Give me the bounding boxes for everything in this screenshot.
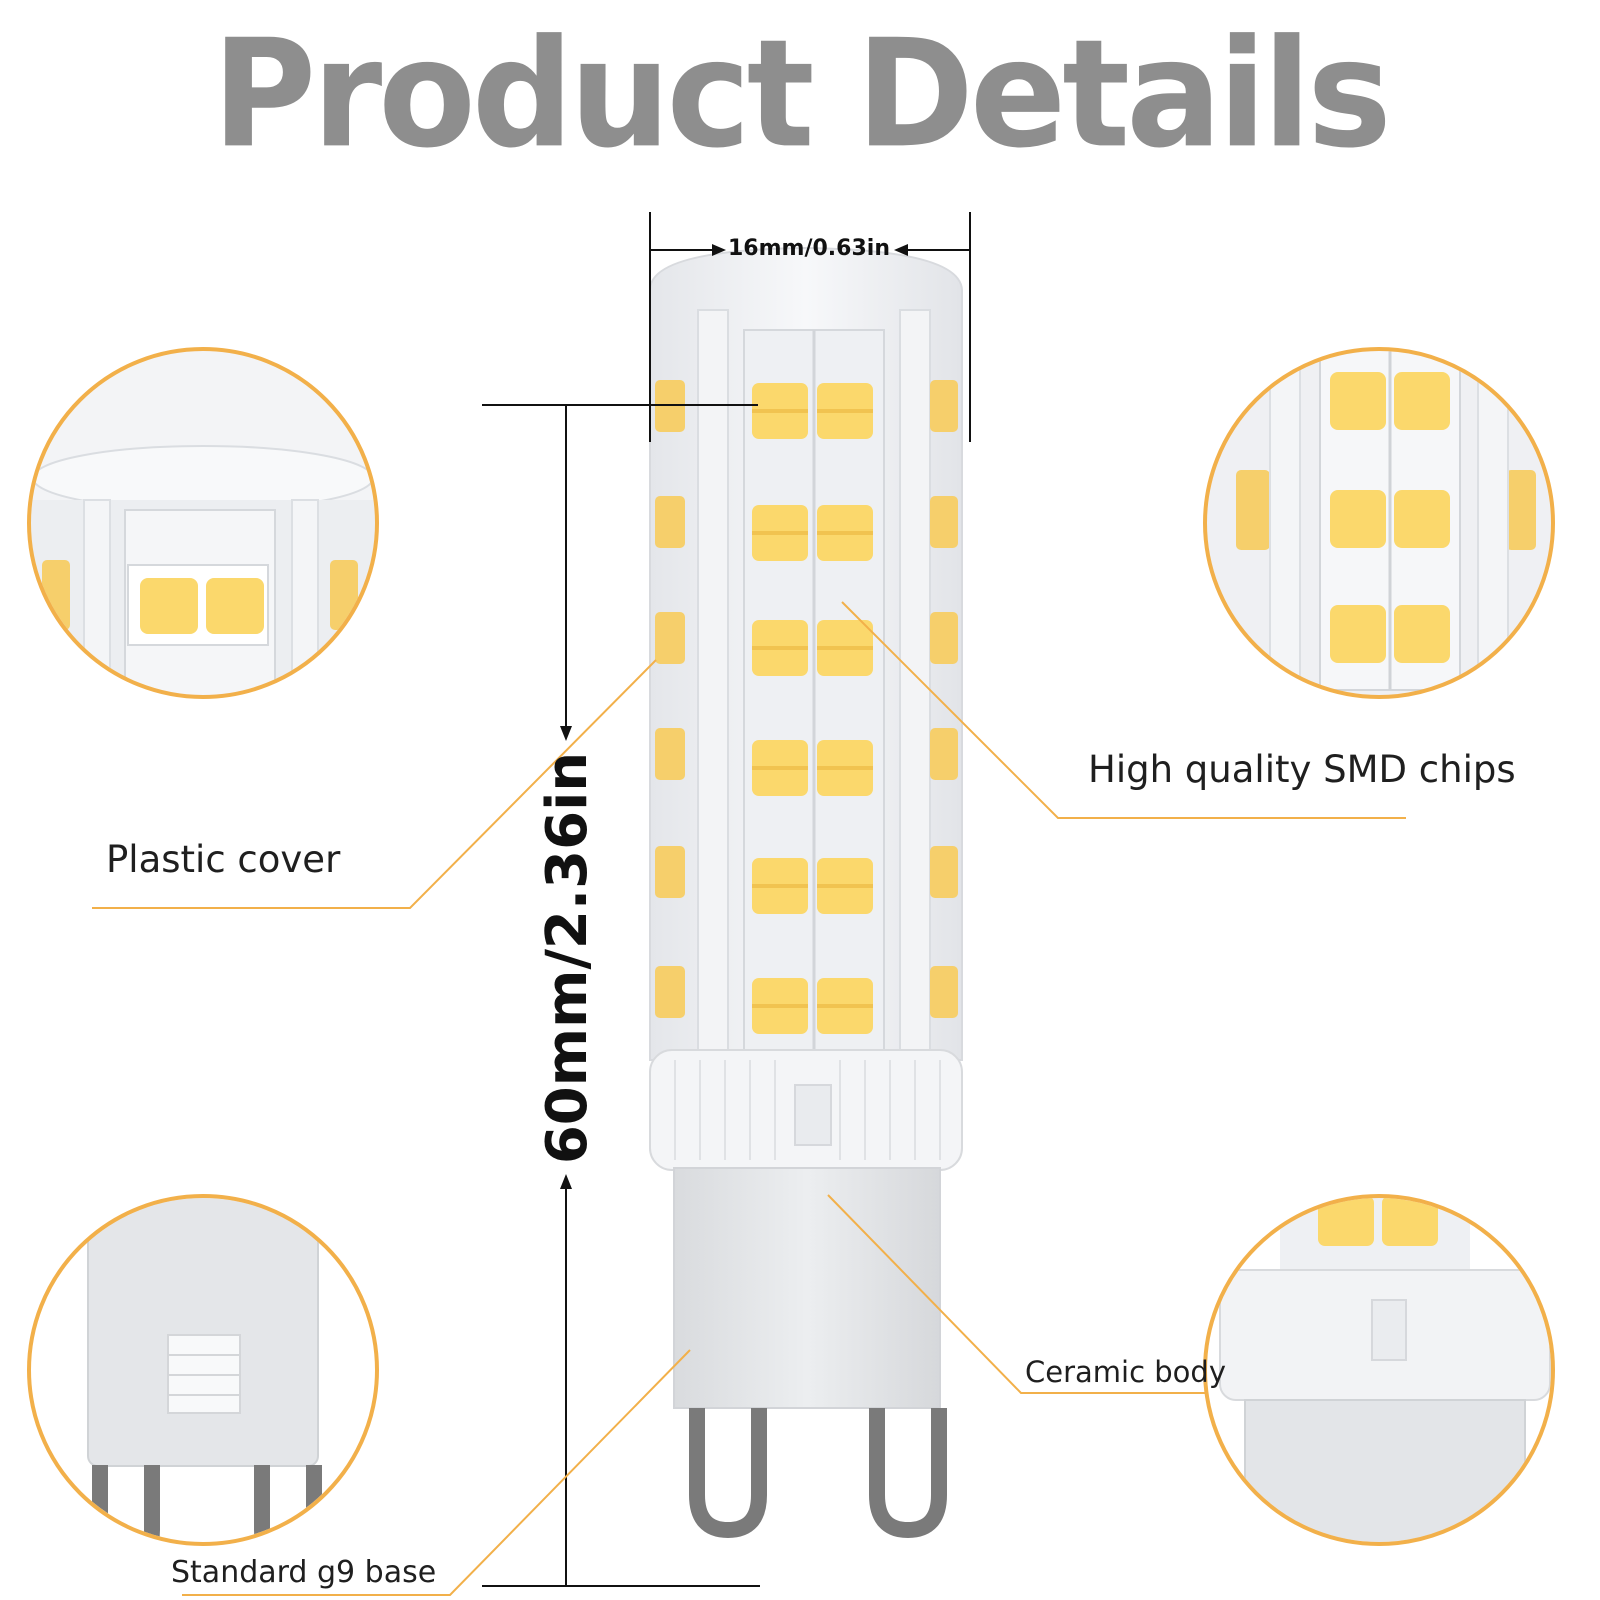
- page-title: Product Details: [212, 7, 1392, 182]
- height-dimension-line: [482, 404, 760, 1587]
- g9-base-label: Standard g9 base: [171, 1555, 437, 1590]
- width-dimension-line: [649, 212, 971, 442]
- zoom-g9-base: [27, 1194, 379, 1546]
- ceramic-base: [673, 1167, 941, 1409]
- callout-lines: [92, 601, 1406, 1596]
- ceramic-body-label: Ceramic body: [1025, 1355, 1226, 1389]
- pin-right: [869, 1408, 947, 1539]
- zoom-ceramic-body: [1203, 1194, 1555, 1546]
- height-dimension-label: 60mm/2.36in: [535, 751, 600, 1165]
- g9-bulb: [649, 246, 963, 1539]
- zoom-smd-chips: [1203, 347, 1555, 699]
- width-dimension-label: 16mm/0.63in: [728, 236, 890, 261]
- zoom-plastic-cover: [27, 347, 379, 699]
- smd-chips-label: High quality SMD chips: [1088, 748, 1516, 791]
- plastic-cover-label: Plastic cover: [106, 838, 341, 881]
- pin-left: [689, 1408, 767, 1539]
